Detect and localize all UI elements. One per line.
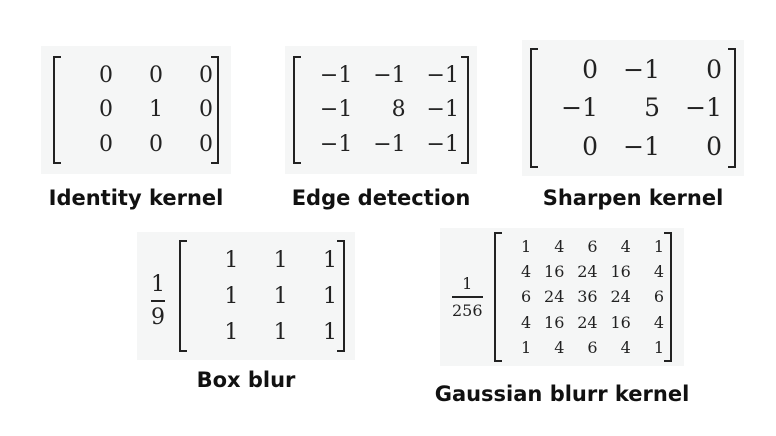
matrix-cell: 4 <box>554 237 565 257</box>
matrix-cell: −1 <box>426 97 459 123</box>
box-blur-matrix: 1 1 1 1 1 1 1 1 1 <box>189 242 337 350</box>
matrix-cell: −1 <box>373 62 406 88</box>
matrix-cell: 4 <box>653 312 664 332</box>
matrix-cell: 1 <box>521 337 532 357</box>
matrix-cell: 5 <box>644 93 660 123</box>
matrix-cell: 4 <box>653 262 664 282</box>
matrix-cell: 0 <box>199 62 213 88</box>
matrix-cell: −1 <box>319 62 353 88</box>
matrix-cell: 0 <box>706 132 722 162</box>
fraction-numerator: 1 <box>151 272 165 297</box>
right-bracket <box>211 56 219 164</box>
matrix-cell: 0 <box>582 54 598 84</box>
box-blur-panel: 1 9 1 1 1 1 1 1 1 1 1 <box>137 232 355 360</box>
box-blur-scale-fraction: 1 9 <box>151 272 165 330</box>
matrix-cell: 16 <box>544 312 565 332</box>
matrix-cell: 1 <box>224 319 239 345</box>
gaussian-scale-fraction: 1 256 <box>452 274 483 320</box>
matrix-cell: −1 <box>426 62 459 88</box>
matrix-cell: 16 <box>610 262 631 282</box>
matrix-cell: −1 <box>426 132 459 158</box>
matrix-cell: 4 <box>620 237 631 257</box>
matrix-cell: 4 <box>521 262 532 282</box>
edge-detection-matrix: −1 −1 −1 −1 8 −1 −1 −1 −1 <box>299 58 459 162</box>
matrix-cell: −1 <box>319 97 353 123</box>
identity-kernel-matrix: 0 0 0 0 1 0 0 0 0 <box>63 58 213 162</box>
matrix-cell: 1 <box>273 319 288 345</box>
matrix-cell: 0 <box>582 132 598 162</box>
matrix-cell: 0 <box>99 132 113 158</box>
matrix-cell: −1 <box>623 54 660 84</box>
matrix-cell: 36 <box>577 287 598 307</box>
identity-kernel-caption: Identity kernel <box>48 186 224 210</box>
left-bracket <box>53 56 61 164</box>
right-bracket <box>461 56 469 164</box>
matrix-cell: 1 <box>322 247 337 273</box>
fraction-denominator: 256 <box>452 300 483 320</box>
right-bracket <box>728 48 736 168</box>
matrix-cell: 16 <box>610 312 631 332</box>
left-bracket <box>530 48 538 168</box>
matrix-cell: 1 <box>322 319 337 345</box>
edge-detection-caption: Edge detection <box>291 186 471 210</box>
matrix-cell: 1 <box>653 237 664 257</box>
matrix-cell: 0 <box>199 97 213 123</box>
fraction-denominator: 9 <box>151 304 165 330</box>
matrix-cell: 0 <box>706 54 722 84</box>
matrix-cell: 1 <box>149 97 163 123</box>
matrix-cell: 0 <box>99 62 113 88</box>
matrix-cell: −1 <box>319 132 353 158</box>
fraction-bar <box>151 300 165 302</box>
sharpen-kernel-matrix: 0 −1 0 −1 5 −1 0 −1 0 <box>536 50 722 166</box>
matrix-cell: 0 <box>99 97 113 123</box>
right-bracket <box>664 232 672 362</box>
gaussian-blur-caption: Gaussian blurr kernel <box>434 382 690 406</box>
matrix-cell: 24 <box>577 262 598 282</box>
fraction-bar <box>452 296 483 298</box>
matrix-cell: 6 <box>521 287 532 307</box>
matrix-cell: 1 <box>224 283 239 309</box>
fraction-numerator: 1 <box>462 274 473 293</box>
matrix-cell: 6 <box>653 287 664 307</box>
left-bracket <box>179 240 187 352</box>
matrix-cell: 0 <box>149 132 163 158</box>
matrix-cell: 0 <box>199 132 213 158</box>
matrix-cell: 6 <box>587 337 598 357</box>
matrix-cell: −1 <box>623 132 660 162</box>
matrix-cell: 1 <box>653 337 664 357</box>
matrix-cell: −1 <box>561 93 598 123</box>
sharpen-kernel-caption: Sharpen kernel <box>542 186 724 210</box>
matrix-cell: 24 <box>577 312 598 332</box>
matrix-cell: 24 <box>544 287 565 307</box>
matrix-cell: −1 <box>685 93 722 123</box>
matrix-cell: 8 <box>391 97 406 123</box>
matrix-cell: 4 <box>620 337 631 357</box>
matrix-cell: 4 <box>521 312 532 332</box>
matrix-cell: 1 <box>322 283 337 309</box>
right-bracket <box>337 240 345 352</box>
edge-detection-panel: −1 −1 −1 −1 8 −1 −1 −1 −1 <box>285 46 477 174</box>
matrix-cell: 16 <box>544 262 565 282</box>
matrix-cell: 24 <box>610 287 631 307</box>
sharpen-kernel-panel: 0 −1 0 −1 5 −1 0 −1 0 <box>522 40 744 176</box>
matrix-cell: 4 <box>554 337 565 357</box>
gaussian-blur-matrix: 1 4 6 4 1 4 16 24 16 4 6 24 36 24 6 4 16 24 16 4 1 4 6 4 1 <box>498 234 664 360</box>
left-bracket <box>494 232 502 362</box>
matrix-cell: 1 <box>224 247 239 273</box>
matrix-cell: −1 <box>373 132 406 158</box>
matrix-cell: 1 <box>273 247 288 273</box>
box-blur-caption: Box blur <box>196 368 296 392</box>
gaussian-blur-panel: 1 256 1 4 6 4 1 4 16 24 16 4 6 24 36 24 6 4 16 24 16 4 1 4 6 4 1 <box>440 228 684 366</box>
matrix-cell: 6 <box>587 237 598 257</box>
identity-kernel-panel: 0 0 0 0 1 0 0 0 0 <box>41 46 231 174</box>
matrix-cell: 1 <box>521 237 532 257</box>
matrix-cell: 1 <box>273 283 288 309</box>
left-bracket <box>293 56 301 164</box>
matrix-cell: 0 <box>149 62 163 88</box>
